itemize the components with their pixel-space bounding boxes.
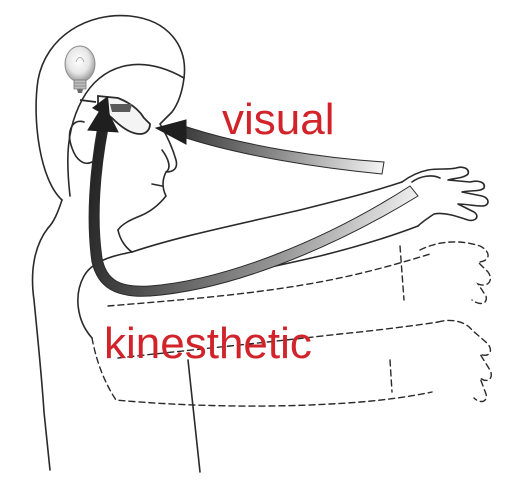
thumb	[412, 176, 440, 182]
nose	[162, 150, 169, 172]
torso-line	[188, 360, 200, 472]
neck-back	[48, 200, 62, 228]
visual-label: visual	[222, 98, 335, 142]
neck-front	[118, 230, 132, 252]
kinesthetic-label: kinesthetic	[104, 322, 312, 366]
ear	[70, 121, 92, 163]
person-figure	[33, 16, 488, 472]
mouth	[152, 184, 162, 186]
back-outline	[33, 228, 50, 470]
